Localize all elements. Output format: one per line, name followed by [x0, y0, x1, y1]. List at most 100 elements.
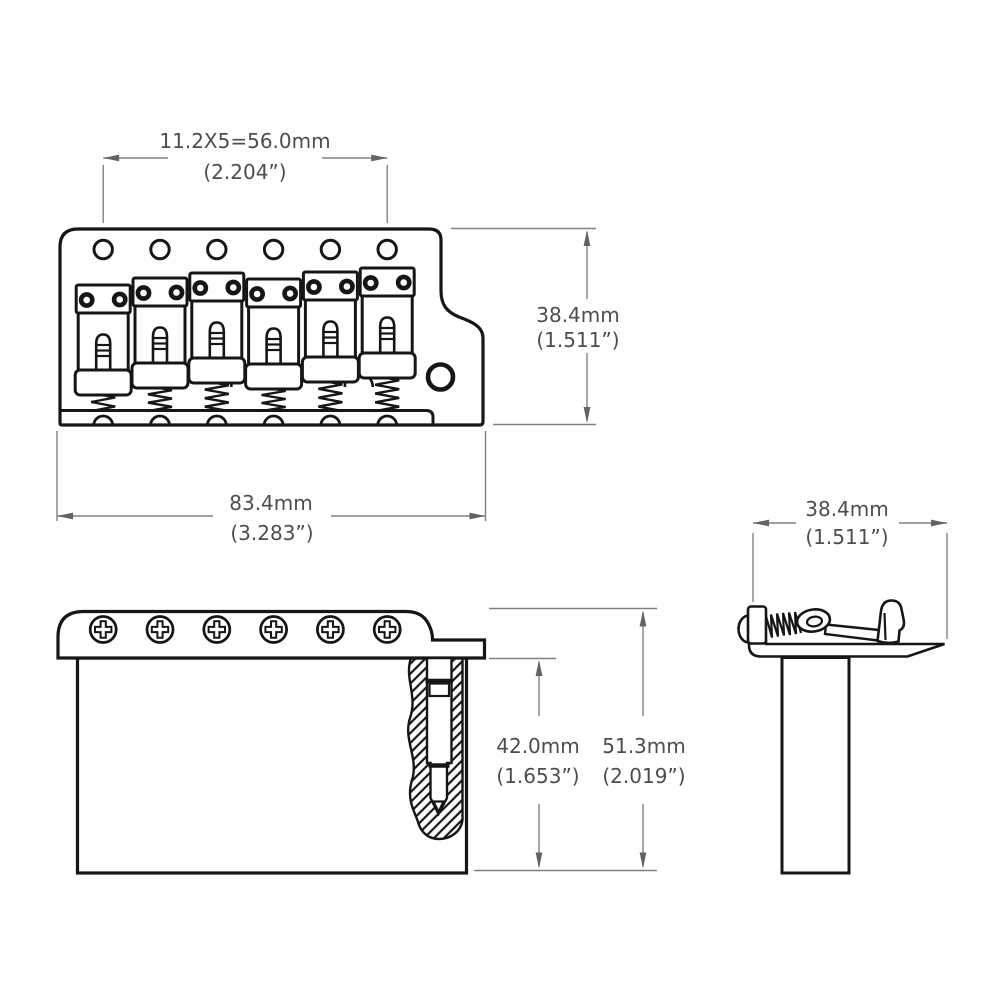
saddle-screw-icon: [111, 291, 128, 308]
dimension-annotations: 11.2X5=56.0mm (2.204”) 38.4mm (1.511”) 8…: [56, 129, 948, 872]
phillips-screw-icon: [315, 615, 345, 644]
mounting-hole: [319, 238, 342, 261]
saddle-spring: [261, 385, 286, 413]
height-screw: [208, 321, 226, 358]
saddle-screw-icon: [305, 279, 322, 295]
saddle-block: [130, 361, 190, 390]
saddle: [244, 277, 304, 413]
mounting-holes: [92, 238, 398, 261]
string-hole: [149, 414, 171, 426]
saddle-screw-icon: [249, 286, 265, 302]
saddle-screw-icon: [282, 285, 298, 302]
arrowhead: [753, 519, 769, 527]
mounting-screws: [88, 615, 402, 644]
phillips-screw-icon: [372, 615, 402, 644]
string-holes: [92, 414, 399, 426]
height-screw: [151, 326, 169, 363]
dim-label-overall-depth-mm: 51.3mm: [602, 734, 686, 758]
phillips-cross-icon: [150, 620, 170, 639]
side-block: [780, 656, 851, 875]
dim-label-overall-depth-inch: (2.019”): [602, 764, 685, 788]
saddle-block: [357, 351, 417, 380]
arrowhead: [639, 852, 647, 869]
saddle: [187, 271, 247, 413]
height-screw: [378, 316, 396, 353]
saddle-screw-icon: [395, 274, 412, 291]
saddle-horn-fold-line: [883, 612, 887, 641]
height-screw: [94, 333, 112, 370]
intonation-spring: [764, 611, 803, 638]
top-view: [58, 227, 485, 427]
mounting-hole: [149, 238, 171, 261]
saddle-block: [73, 368, 133, 397]
front-block: [75, 656, 469, 875]
saddle-block: [244, 362, 304, 391]
ferrule: [428, 682, 451, 698]
string-hole: [319, 414, 342, 426]
plate-front-edge-line: [60, 409, 435, 425]
saddle-arm: [823, 623, 881, 642]
arrowhead: [931, 519, 947, 527]
arrowhead: [639, 610, 647, 627]
dim-label-plate-height-inch: (1.511”): [536, 328, 619, 352]
saddle-screw-icon: [192, 280, 209, 296]
side-plate: [747, 639, 945, 658]
saddle: [73, 283, 133, 413]
saddle-screw-icon: [168, 284, 185, 301]
dim-label-block-depth-inch: (1.653”): [496, 764, 579, 788]
phillips-cross-icon: [378, 620, 397, 639]
phillips-screw-icon: [145, 615, 175, 644]
dim-label-block-depth-mm: 42.0mm: [496, 734, 580, 758]
saddle-screw-icon: [362, 275, 379, 291]
saddle-screw-icon: [135, 285, 152, 301]
phillips-screw-icon: [259, 615, 289, 644]
phillips-screw-icon: [88, 615, 118, 644]
saddle-back-loop-hole: [805, 615, 824, 628]
dim-label-string-spacing-inch: (2.204”): [203, 160, 286, 184]
side-view: [737, 599, 945, 875]
dim-label-plate-height-mm: 38.4mm: [536, 303, 620, 327]
saddle-screw-icon: [338, 278, 355, 295]
arrowhead: [371, 154, 388, 162]
arrowhead: [57, 512, 73, 520]
phillips-cross-icon: [207, 620, 226, 639]
phillips-screw-icon: [202, 615, 232, 644]
string-hole: [376, 414, 399, 426]
saddle-spring: [318, 378, 343, 413]
plate-back-wall: [746, 605, 768, 645]
mounting-hole: [376, 238, 398, 261]
arrowhead: [583, 407, 591, 423]
saddle: [300, 270, 360, 413]
saddle-spring: [204, 379, 230, 413]
tremolo-arm-hole: [425, 362, 456, 392]
height-screw: [265, 327, 282, 364]
dim-label-overall-width-mm: 83.4mm: [229, 491, 313, 515]
phillips-cross-icon: [321, 620, 340, 639]
saddle: [130, 276, 190, 413]
saddle-block: [187, 356, 247, 385]
saddle-front-horn: [876, 599, 906, 645]
saddle-spring: [374, 374, 400, 413]
arrowhead: [535, 660, 543, 676]
front-view: [56, 609, 487, 875]
height-screw: [322, 320, 339, 357]
saddle: [357, 266, 417, 413]
dim-label-string-spacing-mm: 11.2X5=56.0mm: [159, 129, 330, 153]
arrowhead: [469, 512, 486, 520]
string-tip: [431, 800, 446, 815]
arrowhead: [583, 230, 591, 246]
arrowhead: [103, 154, 120, 162]
saddle-screw-icon: [78, 292, 95, 308]
saddle-assemblies: [73, 266, 417, 413]
string-hole: [205, 414, 228, 426]
mounting-hole: [92, 238, 114, 261]
saddle-block: [300, 355, 360, 384]
mounting-hole: [206, 238, 228, 261]
phillips-cross-icon: [94, 620, 113, 639]
saddle-spring: [147, 384, 173, 413]
mounting-hole: [262, 238, 285, 261]
arrowhead: [535, 852, 543, 869]
phillips-cross-icon: [264, 620, 283, 639]
